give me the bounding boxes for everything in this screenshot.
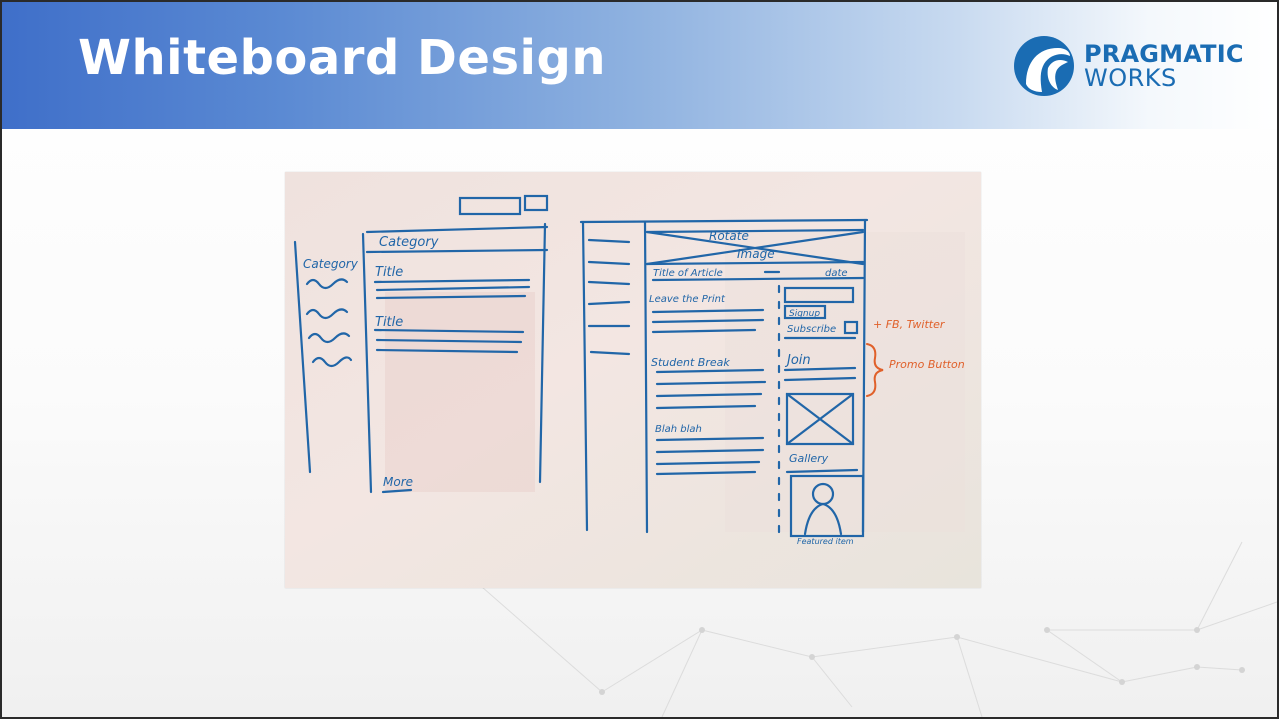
article-date-label: date bbox=[825, 268, 848, 279]
article-title-label: Title of Article bbox=[653, 268, 723, 279]
left-article-title-2: Title bbox=[375, 315, 403, 330]
logo-line1: PRAGMATIC bbox=[1084, 40, 1244, 68]
join-label: Join bbox=[784, 353, 811, 368]
logo-wordmark: PRAGMATIC WORKS bbox=[1084, 42, 1244, 90]
left-more-link: More bbox=[383, 475, 413, 489]
promo-annotation: Promo Button bbox=[889, 358, 965, 371]
featured-label: Featured item bbox=[797, 537, 854, 546]
pragmatic-works-logo-icon bbox=[1014, 36, 1074, 96]
section-heading-2: Student Break bbox=[651, 356, 730, 369]
signup-label: Signup bbox=[789, 309, 820, 319]
section-heading-1: Leave the Print bbox=[649, 294, 726, 305]
whiteboard-photo: Category Category Title Title More Rotat… bbox=[285, 172, 981, 588]
section-heading-3: Blah blah bbox=[655, 424, 702, 435]
gallery-label: Gallery bbox=[789, 452, 829, 465]
logo-line2: WORKS bbox=[1084, 64, 1177, 92]
hero-text-line2: Image bbox=[737, 247, 775, 261]
company-logo: PRAGMATIC WORKS bbox=[1012, 32, 1274, 102]
slide-title: Whiteboard Design bbox=[78, 30, 606, 86]
subscribe-label: Subscribe bbox=[787, 324, 836, 335]
left-article-title-1: Title bbox=[375, 265, 403, 280]
social-annotation: + FB, Twitter bbox=[873, 318, 946, 331]
left-column-header: Category bbox=[379, 235, 439, 250]
hero-text-line1: Rotate bbox=[709, 229, 749, 243]
title-bar: Whiteboard Design PRAGMATIC WORKS bbox=[2, 2, 1277, 129]
left-sidebar-header: Category bbox=[303, 257, 359, 271]
